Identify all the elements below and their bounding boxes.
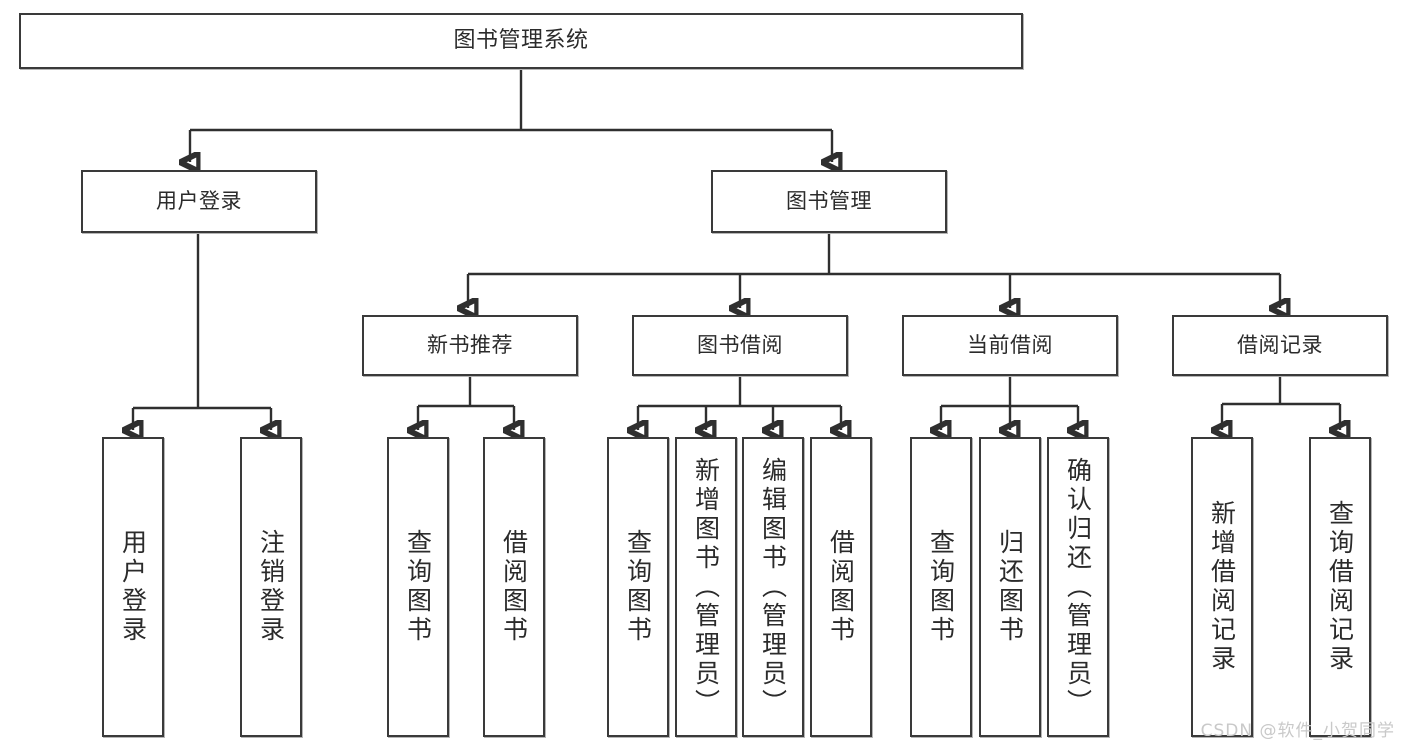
node-label: 图书借阅 <box>697 332 783 357</box>
leaf-book-borrow-query[interactable]: 查询图书 <box>607 437 669 737</box>
node-label: 借阅图书 <box>499 529 529 645</box>
leaf-user-login-signin[interactable]: 用户登录 <box>102 437 164 737</box>
watermark-credit: CSDN @软件_小贺同学 <box>1200 721 1395 741</box>
node-label: 当前借阅 <box>967 332 1053 357</box>
node-label: 用户登录 <box>118 529 148 645</box>
node-root-system[interactable]: 图书管理系统 <box>19 13 1023 69</box>
node-label: 图书管理 <box>786 188 872 213</box>
node-label: 查询借阅记录 <box>1325 500 1355 674</box>
node-current-borrow[interactable]: 当前借阅 <box>902 315 1118 376</box>
node-label: 图书管理系统 <box>453 27 589 53</box>
leaf-current-borrow-query[interactable]: 查询图书 <box>910 437 972 737</box>
leaf-borrow-record-add[interactable]: 新增借阅记录 <box>1191 437 1253 737</box>
node-book-management[interactable]: 图书管理 <box>711 170 947 233</box>
node-label: 查询图书 <box>403 529 433 645</box>
node-label: 查询图书 <box>926 529 956 645</box>
node-label: 新书推荐 <box>427 332 513 357</box>
node-label: 新增借阅记录 <box>1207 500 1237 674</box>
node-label: 用户登录 <box>156 188 242 213</box>
node-label: 编辑图书（管理员） <box>758 456 788 718</box>
leaf-new-book-borrow[interactable]: 借阅图书 <box>483 437 545 737</box>
leaf-new-book-query[interactable]: 查询图书 <box>387 437 449 737</box>
leaf-book-borrow-edit[interactable]: 编辑图书（管理员） <box>742 437 804 737</box>
node-label: 新增图书（管理员） <box>691 456 721 718</box>
node-user-login[interactable]: 用户登录 <box>81 170 317 233</box>
leaf-current-borrow-confirm[interactable]: 确认归还（管理员） <box>1047 437 1109 737</box>
node-label: 查询图书 <box>623 529 653 645</box>
leaf-borrow-record-query[interactable]: 查询借阅记录 <box>1309 437 1371 737</box>
leaf-book-borrow-add[interactable]: 新增图书（管理员） <box>675 437 737 737</box>
node-label: 借阅记录 <box>1237 332 1323 357</box>
node-label: 确认归还（管理员） <box>1063 456 1093 718</box>
node-label: 借阅图书 <box>826 529 856 645</box>
leaf-user-login-signout[interactable]: 注销登录 <box>240 437 302 737</box>
node-new-book-recommend[interactable]: 新书推荐 <box>362 315 578 376</box>
node-borrow-record[interactable]: 借阅记录 <box>1172 315 1388 376</box>
node-label: 归还图书 <box>995 529 1025 645</box>
node-label: 注销登录 <box>256 529 286 645</box>
leaf-current-borrow-return[interactable]: 归还图书 <box>979 437 1041 737</box>
node-book-borrow[interactable]: 图书借阅 <box>632 315 848 376</box>
leaf-book-borrow-lend[interactable]: 借阅图书 <box>810 437 872 737</box>
